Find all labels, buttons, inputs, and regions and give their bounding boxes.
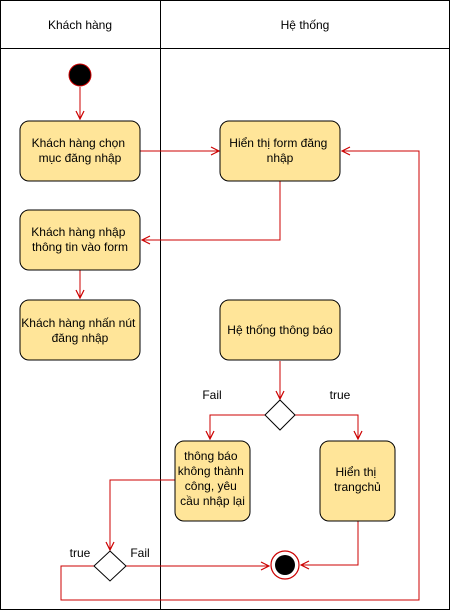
label-line: Hệ thống thông báo [227,323,333,337]
activity-shape [219,299,341,361]
activity-press-login: Khách hàng nhấn nút đăng nhập [19,299,141,361]
activity-shape [19,209,141,271]
label-line: công, yêu [185,479,237,493]
activity-label: Hiển thị trangchủ [334,465,381,494]
activity-fail-notice: thông báo không thành công, yêu cầu nhập… [174,440,251,522]
activity-label: Khách hàng nhấn nút đăng nhập [21,316,138,345]
end-node-dot [275,555,295,575]
flows [60,87,420,601]
activity-shape [174,440,251,522]
label-line: Khách hàng nhấn nút [21,316,136,330]
flow-fail-to-decision2 [110,479,175,550]
end-node [270,550,300,580]
label-line: không thành [178,464,244,478]
label-line: đăng nhập [52,331,109,345]
flow-home-to-end [301,520,359,565]
lane-title-system: Hệ thống [281,18,330,32]
activity-shape [19,120,141,182]
edge-label-fail-bottom: Fail [130,546,149,560]
activity-system-notify: Hệ thống thông báo [219,299,341,361]
activity-label: Khách hàng chọn mục đăng nhập [32,136,129,165]
decision-node-retry [93,550,127,582]
label-line: Hiển thị [335,465,376,479]
activity-choose-login: Khách hàng chọn mục đăng nhập [19,120,141,182]
edge-label-fail-top: Fail [202,388,221,402]
flow-decision-fail [210,414,265,439]
activity-label: thông báo không thành công, yêu cầu nhập… [178,449,247,508]
edge-label-true-top: true [330,388,351,402]
label-line: mục đăng nhập [39,151,122,165]
activity-shape [219,120,341,182]
flow-show-form-to-enter [142,181,281,240]
label-line: nhập [267,151,294,165]
activity-label: Hệ thống thông báo [227,323,333,337]
activity-shape [19,299,141,361]
label-line: Hiển thị form đăng [229,136,327,150]
flow-decision2-true-loop [60,151,420,601]
label-line: cầu nhập lại [180,494,245,508]
label-line: trangchủ [334,480,381,494]
label-line: thông báo [184,449,238,463]
edge-label-true-bottom: true [70,546,91,560]
lane-title-customer: Khách hàng [48,18,112,32]
activity-show-home: Hiển thị trangchủ [319,440,396,522]
label-line: thông tin vào form [32,240,128,254]
activity-label: Khách hàng nhập thông tin vào form [31,225,128,254]
label-line: Khách hàng nhập [31,225,125,239]
start-node [68,63,92,87]
activity-label: Hiển thị form đăng nhập [229,136,330,165]
label-line: Khách hàng chọn [32,136,125,150]
activity-enter-info: Khách hàng nhập thông tin vào form [19,209,141,271]
flow-decision-true [295,414,358,439]
decision-node-login-result [264,399,296,431]
activity-shape [319,440,396,522]
activity-show-form: Hiển thị form đăng nhập [219,120,341,182]
